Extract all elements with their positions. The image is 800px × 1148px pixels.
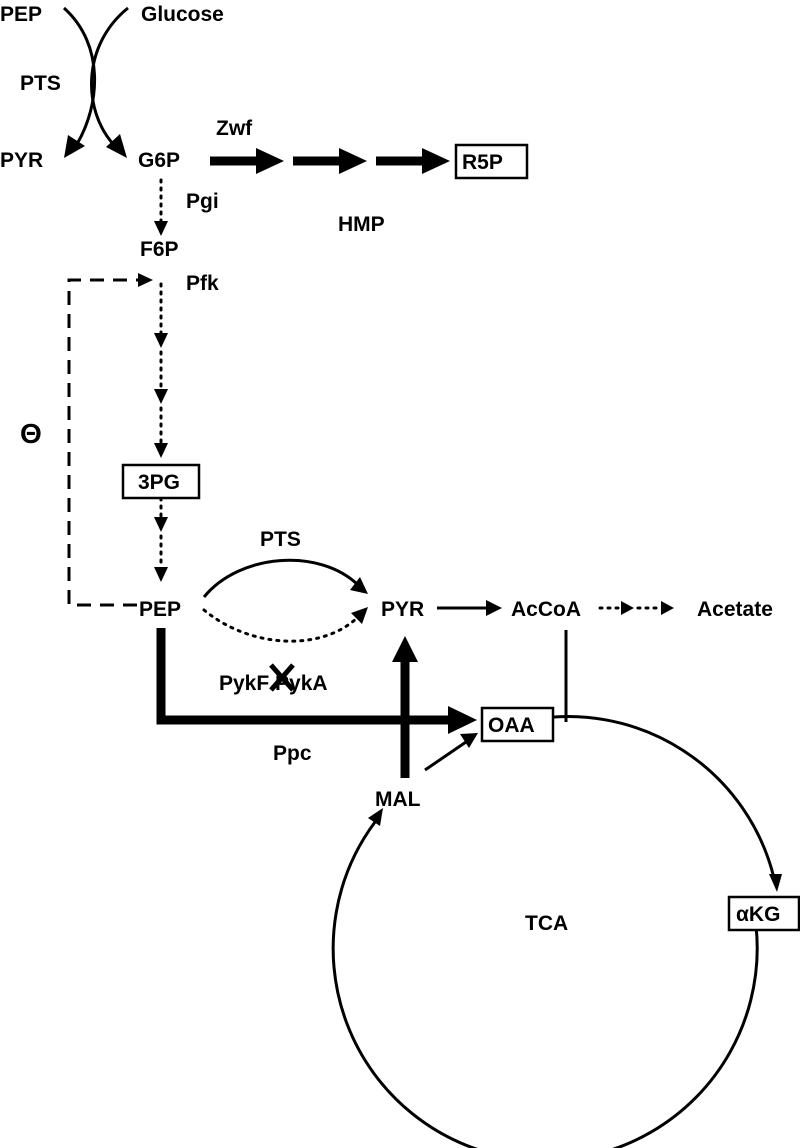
hmp-pathway-arrows	[210, 148, 450, 174]
pfk-label: Pfk	[186, 272, 219, 295]
glycolysis-dotted-arrows	[154, 178, 168, 582]
mal-to-oaa-arrow	[424, 733, 478, 772]
mal-to-pyr-thick-arrow	[392, 636, 418, 778]
accoa-label: AcCoA	[511, 598, 581, 621]
pts-glucose-uptake-arrows	[62, 6, 129, 158]
pep-top-label: PEP	[0, 3, 42, 26]
pyr-top-label: PYR	[0, 149, 43, 172]
akg-box	[727, 895, 800, 932]
pts-top-label: PTS	[20, 72, 61, 95]
tca-label: TCA	[525, 912, 568, 935]
ppc-thick-arrow	[156, 628, 477, 734]
tca-cycle	[331, 715, 782, 1148]
oaa-label: OAA	[488, 714, 535, 737]
pyr-label: PYR	[381, 598, 424, 621]
hmp-label: HMP	[338, 213, 385, 236]
3pg-box	[121, 463, 201, 500]
pts-pyr-curve	[202, 558, 368, 598]
pyr-to-accoa-arrow	[437, 600, 502, 616]
mal-label: MAL	[375, 788, 421, 811]
pep-label: PEP	[139, 598, 181, 621]
r5p-label: R5P	[462, 151, 503, 174]
pykf-pyka-label: PykF PykA	[219, 672, 328, 695]
glucose-label: Glucose	[141, 3, 224, 26]
inhibition-symbol: Θ	[20, 418, 42, 449]
zwf-label: Zwf	[216, 117, 253, 140]
ppc-label: Ppc	[273, 742, 312, 765]
feedback-inhibition-line	[67, 273, 153, 607]
f6p-label: F6P	[140, 238, 179, 261]
acetate-label: Acetate	[697, 598, 773, 621]
pyruvate-kinase-dotted-curve	[202, 607, 368, 643]
pgi-label: Pgi	[186, 190, 219, 213]
g6p-label: G6P	[138, 149, 180, 172]
oaa-box	[480, 706, 555, 743]
knockout-x-mark	[269, 663, 295, 692]
akg-label: αKG	[736, 903, 780, 926]
r5p-box	[454, 143, 529, 180]
pts-label: PTS	[260, 528, 301, 551]
3pg-label: 3PG	[138, 471, 180, 494]
accoa-to-acetate-dotted-arrows	[598, 601, 674, 615]
